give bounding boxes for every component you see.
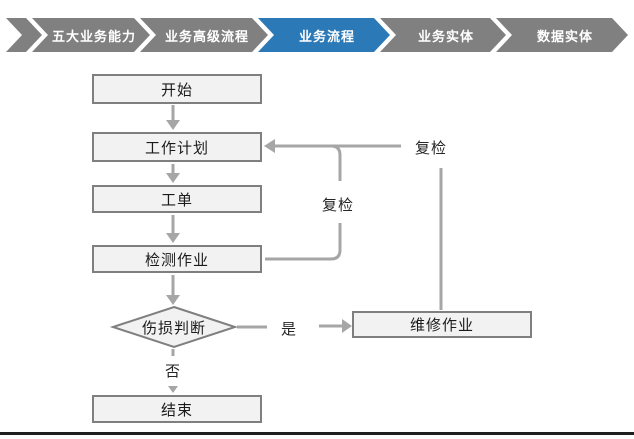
breadcrumb: 五大业务能力 业务高级流程 业务流程 业务实体 数据实体	[0, 18, 634, 52]
breadcrumb-step-label: 业务实体	[417, 28, 474, 44]
node-order-label: 工单	[160, 191, 193, 209]
label-no: 否	[162, 359, 185, 382]
breadcrumb-step-five-capabilities[interactable]: 五大业务能力	[32, 18, 150, 52]
edge-recheck-inner-lower	[265, 223, 342, 261]
breadcrumb-step-high-level-process[interactable]: 业务高级流程	[140, 18, 268, 52]
breadcrumb-step-label: 五大业务能力	[51, 28, 136, 44]
label-recheck-inner: 复检	[319, 193, 358, 216]
bottom-border-line	[0, 432, 634, 435]
node-repair: 维修作业	[352, 311, 532, 338]
breadcrumb-step-label: 数据实体	[536, 28, 593, 44]
arrowhead-start-plan	[166, 120, 180, 130]
node-damage-decision: 伤损判断	[113, 307, 235, 347]
label-yes: 是	[278, 317, 301, 340]
breadcrumb-step-data-entity[interactable]: 数据实体	[496, 18, 628, 52]
node-inspect: 检测作业	[92, 245, 262, 273]
node-repair-label: 维修作业	[409, 317, 474, 334]
edge-recheck-inner-upper	[330, 144, 342, 181]
breadcrumb-step-label: 业务高级流程	[164, 28, 249, 44]
node-order: 工单	[92, 185, 262, 213]
node-plan: 工作计划	[92, 132, 262, 162]
label-recheck-outer: 复检	[412, 136, 451, 159]
arrowhead-order-inspect	[166, 233, 180, 243]
node-inspect-label: 检测作业	[144, 251, 209, 269]
node-damage-label: 伤损判断	[141, 319, 206, 337]
decision-diamond-shape	[109, 305, 239, 349]
node-plan-label: 工作计划	[144, 139, 209, 157]
node-end: 结束	[92, 395, 262, 423]
breadcrumb-step-label: 业务流程	[298, 28, 355, 44]
arrowhead-recheck-plan	[264, 139, 275, 153]
node-start-label: 开始	[160, 81, 193, 99]
arrowhead-yes-repair	[342, 319, 352, 333]
arrowhead-inspect-damage	[166, 295, 180, 305]
arrowhead-plan-order	[166, 173, 180, 183]
breadcrumb-step-business-process[interactable]: 业务流程	[258, 18, 390, 52]
arrowhead-no-end	[168, 386, 178, 393]
node-end-label: 结束	[160, 401, 193, 419]
breadcrumb-step-business-entity[interactable]: 业务实体	[380, 18, 506, 52]
node-start: 开始	[92, 74, 262, 104]
